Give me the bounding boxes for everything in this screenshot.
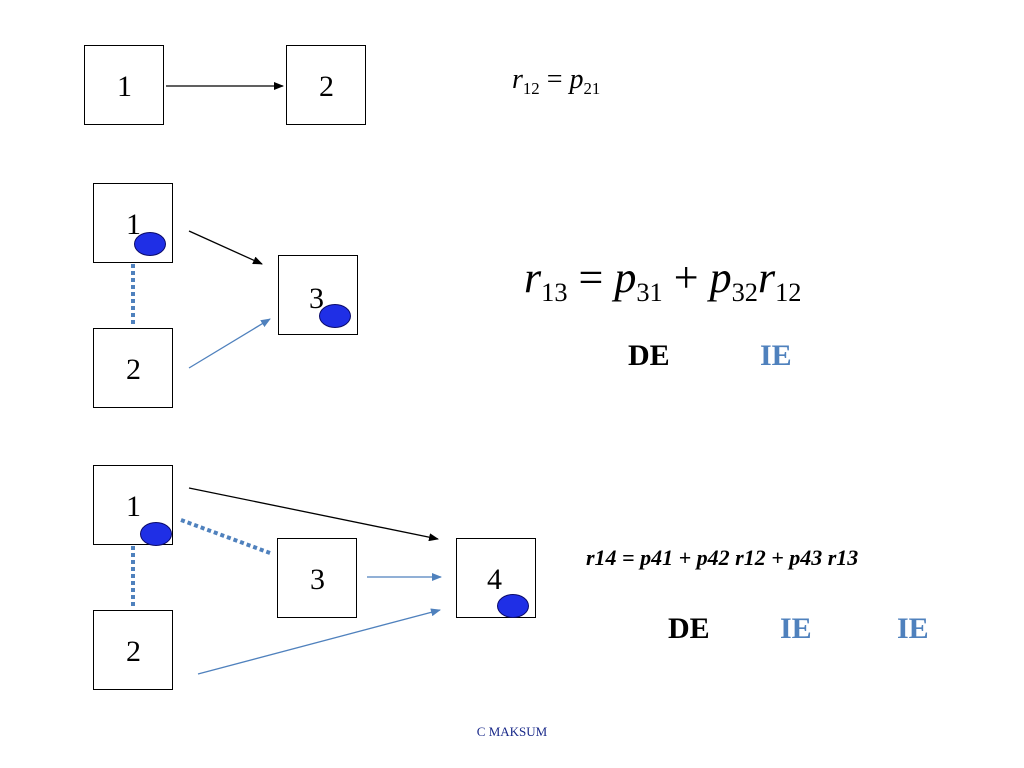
variable-box-3: 3 (277, 538, 357, 618)
error-dot (497, 594, 529, 618)
equation-r12: r12 = p21 (512, 64, 601, 98)
arrow-2-to-3 (188, 318, 271, 369)
direct-effect-label: DE (668, 612, 710, 645)
indirect-effect-label: IE (897, 612, 929, 645)
variable-label: 2 (319, 70, 334, 103)
error-dot (319, 304, 351, 328)
variable-box-1: 1 (93, 465, 173, 546)
arrow-2-to-4 (197, 608, 441, 675)
variable-label: 1 (126, 490, 141, 523)
variable-box-1: 1 (84, 45, 164, 125)
author-footer: C MAKSUM (476, 724, 548, 739)
equation-r14: r14 = p41 + p42 r12 + p43 r13 (586, 545, 859, 570)
variable-box-2: 2 (93, 610, 173, 690)
variable-label: 2 (126, 635, 141, 668)
variable-label: 3 (310, 563, 325, 596)
variable-label: 3 (309, 282, 324, 315)
indirect-effect-label: IE (760, 339, 792, 372)
variable-box-4: 4 (456, 538, 536, 618)
variable-box-2: 2 (93, 328, 173, 408)
variable-label: 2 (126, 353, 141, 386)
direct-effect-label: DE (628, 339, 670, 372)
arrow-1-to-4 (188, 487, 439, 542)
error-dot (140, 522, 172, 546)
variable-box-1: 1 (93, 183, 173, 263)
correlation-1-3 (180, 518, 271, 555)
variable-label: 1 (126, 208, 141, 241)
equation-r13: r13 = p31 + p32r12 (524, 253, 802, 308)
indirect-effect-label: IE (780, 612, 812, 645)
arrow-1-to-3 (188, 230, 263, 265)
variable-box-2: 2 (286, 45, 366, 125)
variable-box-3: 3 (278, 255, 358, 335)
variable-label: 1 (117, 70, 132, 103)
error-dot (134, 232, 166, 256)
variable-label: 4 (487, 563, 502, 596)
